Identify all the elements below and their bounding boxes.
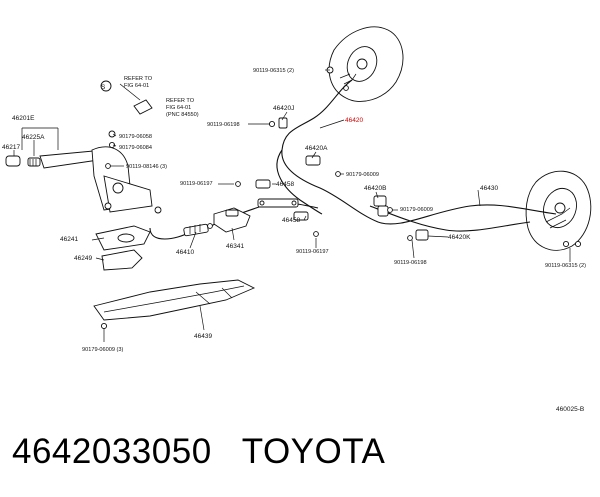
label-90179-06009-a: 90179-06009 (346, 172, 379, 178)
part-labels: S REFER TO FIG 64-01 REFER TO FIG 64-01 … (2, 68, 586, 413)
label-90119-06198-bot: 90119-06198 (394, 260, 427, 266)
bracket-46341 (213, 207, 251, 233)
cable-46430 (369, 205, 531, 232)
diagram-code: 460025-B (556, 406, 584, 413)
label-46249: 46249 (74, 255, 92, 262)
lever-bracket (95, 225, 151, 271)
label-46420A: 46420A (305, 145, 328, 152)
label-90179-06009-c: 90179-06009 (3) (82, 347, 124, 353)
rear-brake-assembly-bottom (525, 170, 592, 251)
label-46458-b: 46458 (282, 217, 300, 224)
label-46410: 46410 (176, 249, 194, 256)
parking-brake-lever (5, 130, 162, 214)
s-mark-label: S (101, 84, 106, 91)
label-46420J: 46420J (273, 105, 294, 112)
refer1-line2: FIG 64-01 (124, 83, 149, 89)
label-90179-06009-b: 90179-06009 (400, 207, 433, 213)
refer1-line1: REFER TO (124, 76, 153, 82)
label-90179-06058: 90179-06058 (119, 134, 152, 140)
refer2-line3: (PNC 84550) (166, 112, 199, 118)
part-number: 4642033050 (12, 432, 212, 471)
clamps (235, 117, 429, 241)
label-46241: 46241 (60, 236, 78, 243)
label-90179-06084: 90179-06084 (119, 145, 152, 151)
refer2-line2: FIG 64-01 (166, 105, 191, 111)
label-90119-06315-top: 90119-06315 (2) (253, 68, 294, 74)
refer2-line1: REFER TO (166, 98, 195, 104)
label-46201E: 46201E (12, 115, 35, 122)
label-90119-06315-bot: 90119-06315 (2) (545, 263, 586, 269)
label-46420B: 46420B (364, 185, 386, 192)
label-46341: 46341 (226, 243, 244, 250)
label-90119-08146: 90119-08146 (3) (126, 164, 167, 170)
leader-lines (13, 69, 571, 342)
refer-to-fig-markers (100, 80, 153, 115)
part-caption: 4642033050 TOYOTA (12, 432, 385, 472)
label-90119-06197-b: 90119-06197 (296, 249, 329, 255)
rod-46410 (183, 223, 213, 237)
rear-brake-assembly-top (326, 26, 404, 102)
label-90119-06197-a: 90119-06197 (180, 181, 213, 187)
label-46225A: 46225A (22, 134, 45, 141)
label-46420-highlighted[interactable]: 46420 (345, 117, 363, 124)
cable-46420[interactable] (276, 79, 557, 225)
label-46217: 46217 (2, 144, 20, 151)
label-46458-a: 46458 (276, 181, 294, 188)
label-46439: 46439 (194, 333, 212, 340)
brand-name: TOYOTA (241, 432, 386, 471)
heat-insulator-46439 (93, 279, 256, 330)
label-46430: 46430 (480, 185, 498, 192)
label-46420K: 46420K (448, 234, 471, 241)
label-90119-06198-top: 90119-06198 (207, 122, 240, 128)
